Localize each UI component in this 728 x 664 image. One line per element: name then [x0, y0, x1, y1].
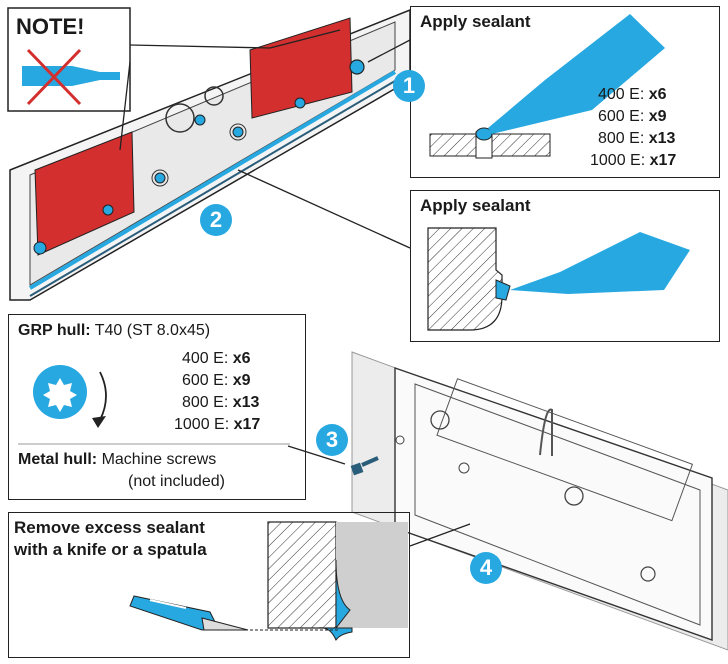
- knife-icon: [129, 595, 249, 631]
- step-4-badge: 4: [470, 552, 502, 584]
- actuator-housing-top: [9, 8, 411, 301]
- panel4-illustration: [129, 521, 408, 642]
- crossed-out-tube-icon: [22, 48, 120, 106]
- grp-hull-value: T40 (ST 8.0x45): [94, 322, 211, 339]
- grp-hull-spec: GRP hull: T40 (ST 8.0x45): [18, 322, 210, 340]
- torx-bit-icon: [33, 365, 87, 419]
- step-2-badge: 2: [200, 204, 232, 236]
- metal-hull-label: Metal hull:: [18, 451, 98, 468]
- note-label: NOTE!: [16, 14, 85, 39]
- panel1-qty-row-400: 400 E: x6: [598, 86, 667, 103]
- actuator-housing-bottom: [351, 351, 728, 651]
- panel-screw-spec: [8, 314, 306, 500]
- panel-apply-sealant-2: [410, 190, 720, 342]
- metal-hull-spec: Metal hull: Machine screws: [18, 451, 216, 469]
- panel3-qty-row-800: 800 E: x13: [182, 394, 260, 411]
- panel2-illustration: [427, 227, 690, 331]
- panel1-title: Apply sealant: [420, 12, 531, 31]
- screw-icon: [350, 456, 379, 476]
- metal-hull-value-line2: (not included): [128, 473, 225, 490]
- panel1-qty-row-600: 600 E: x9: [598, 108, 667, 125]
- step-3-badge: 3: [316, 424, 348, 456]
- panel1-qty-row-1000: 1000 E: x17: [590, 152, 677, 169]
- panel4-title-line1: Remove excess sealant: [14, 518, 205, 537]
- panel1-illustration: [429, 14, 665, 159]
- panel4-title-line2: with a knife or a spatula: [14, 540, 207, 559]
- rotation-arrow-icon: [92, 371, 107, 428]
- sealant-tube-icon: [510, 232, 690, 294]
- panel3-qty-row-400: 400 E: x6: [182, 350, 251, 367]
- panel1-qty-row-800: 800 E: x13: [598, 130, 676, 147]
- grp-hull-label: GRP hull:: [18, 322, 91, 339]
- sealant-tube-icon: [488, 14, 665, 134]
- panel3-qty-row-1000: 1000 E: x17: [174, 416, 261, 433]
- panel-remove-excess: [8, 512, 410, 658]
- panel2-title: Apply sealant: [420, 196, 531, 215]
- step-1-badge: 1: [393, 70, 425, 102]
- metal-hull-value-line1: Machine screws: [101, 451, 217, 468]
- panel3-qty-row-600: 600 E: x9: [182, 372, 251, 389]
